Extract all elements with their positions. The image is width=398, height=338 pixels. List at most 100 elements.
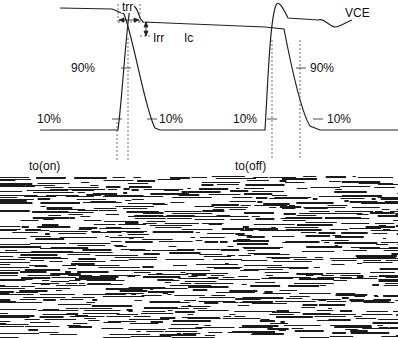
noise-streak bbox=[67, 254, 90, 255]
noise-streak bbox=[269, 314, 294, 315]
noise-streak bbox=[156, 273, 162, 274]
noise-streak bbox=[38, 198, 51, 200]
noise-streak bbox=[395, 300, 398, 301]
scan-noise bbox=[0, 176, 398, 338]
noise-streak bbox=[379, 280, 398, 282]
noise-streak bbox=[37, 226, 70, 228]
noise-streak bbox=[341, 232, 367, 234]
noise-streak bbox=[223, 318, 261, 319]
noise-streak bbox=[169, 252, 200, 254]
noise-streak bbox=[70, 316, 105, 317]
noise-streak bbox=[79, 227, 97, 229]
noise-streak bbox=[172, 213, 212, 214]
noise-streak bbox=[40, 316, 64, 318]
noise-streak bbox=[300, 337, 329, 338]
noise-streak bbox=[220, 241, 228, 243]
noise-streak bbox=[294, 259, 324, 260]
noise-streak bbox=[362, 328, 398, 329]
noise-streak bbox=[351, 300, 390, 302]
noise-streak bbox=[84, 220, 102, 221]
noise-streak bbox=[196, 232, 200, 233]
noise-streak bbox=[342, 297, 349, 299]
noise-streak bbox=[267, 267, 309, 268]
noise-streak bbox=[0, 275, 18, 276]
noise-streak bbox=[200, 237, 225, 238]
noise-streak bbox=[169, 328, 203, 329]
noise-streak bbox=[370, 212, 395, 214]
noise-streak bbox=[207, 267, 242, 268]
noise-streak bbox=[77, 271, 108, 273]
time-label: to(on) bbox=[28, 160, 61, 172]
noise-streak bbox=[212, 176, 245, 177]
noise-streak bbox=[69, 214, 84, 215]
noise-streak bbox=[68, 275, 92, 276]
noise-streak bbox=[258, 230, 289, 231]
noise-streak bbox=[141, 295, 161, 296]
noise-streak bbox=[381, 242, 398, 243]
noise-streak bbox=[143, 223, 157, 224]
noise-streak bbox=[0, 200, 27, 202]
noise-streak bbox=[118, 224, 146, 225]
noise-streak bbox=[261, 319, 270, 320]
noise-streak bbox=[125, 200, 131, 201]
noise-streak bbox=[299, 213, 338, 214]
noise-streak bbox=[245, 184, 284, 186]
noise-streak bbox=[129, 319, 169, 320]
noise-streak bbox=[0, 326, 24, 327]
noise-streak bbox=[264, 291, 272, 293]
noise-streak bbox=[378, 215, 398, 217]
noise-streak bbox=[372, 198, 376, 200]
noise-streak bbox=[354, 296, 365, 297]
noise-streak bbox=[130, 323, 159, 324]
noise-streak bbox=[113, 177, 125, 178]
noise-streak bbox=[134, 272, 151, 273]
noise-streak bbox=[72, 190, 94, 191]
noise-streak bbox=[178, 302, 190, 303]
noise-streak bbox=[352, 207, 380, 208]
noise-streak bbox=[153, 204, 168, 205]
noise-streak bbox=[270, 177, 297, 178]
noise-streak bbox=[25, 229, 41, 230]
noise-streak bbox=[81, 182, 89, 183]
noise-streak bbox=[336, 293, 355, 294]
noise-streak bbox=[384, 250, 398, 251]
level-tick bbox=[112, 68, 323, 119]
noise-streak bbox=[182, 229, 213, 230]
noise-streak bbox=[110, 237, 144, 238]
noise-streak bbox=[254, 254, 290, 255]
noise-streak bbox=[192, 274, 207, 276]
noise-streak bbox=[94, 208, 117, 209]
noise-streak bbox=[35, 238, 64, 240]
noise-streak bbox=[51, 277, 76, 278]
noise-streak bbox=[0, 259, 25, 260]
noise-streak bbox=[229, 314, 235, 315]
noise-streak bbox=[238, 255, 251, 256]
noise-streak bbox=[222, 228, 244, 230]
noise-streak bbox=[84, 310, 120, 311]
noise-streak bbox=[239, 302, 242, 303]
level-label: 90% bbox=[70, 62, 96, 74]
noise-streak bbox=[0, 291, 14, 293]
noise-streak bbox=[324, 242, 329, 243]
noise-streak bbox=[209, 224, 222, 225]
noise-streak bbox=[199, 188, 228, 190]
noise-streak bbox=[106, 288, 143, 290]
noise-streak bbox=[343, 250, 367, 251]
noise-streak bbox=[193, 308, 207, 309]
noise-streak bbox=[42, 224, 59, 226]
noise-streak bbox=[204, 302, 218, 304]
noise-streak bbox=[256, 218, 275, 220]
noise-streak bbox=[0, 229, 21, 230]
noise-streak bbox=[205, 335, 215, 336]
noise-streak bbox=[372, 201, 378, 202]
noise-streak bbox=[0, 183, 32, 185]
noise-streak bbox=[134, 215, 163, 216]
noise-streak bbox=[319, 196, 353, 197]
noise-streak bbox=[301, 307, 315, 308]
noise-streak bbox=[292, 328, 304, 329]
noise-streak bbox=[66, 308, 79, 309]
noise-streak bbox=[160, 317, 175, 319]
noise-streak bbox=[393, 311, 398, 312]
noise-streak bbox=[390, 211, 398, 212]
